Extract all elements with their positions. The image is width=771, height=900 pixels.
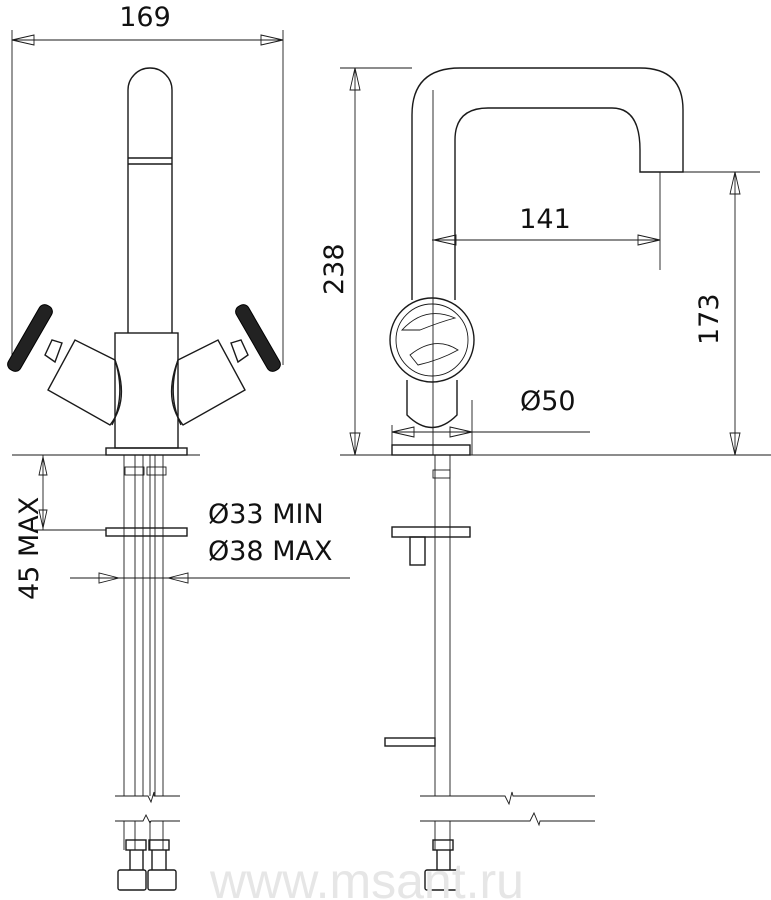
body	[114, 332, 179, 449]
break-line	[420, 791, 595, 806]
base-plate	[105, 447, 188, 456]
mounting-plate	[105, 527, 188, 537]
hose-nuts	[117, 839, 177, 891]
handle-wheel-inner	[395, 303, 469, 377]
dim-reach-label: 141	[519, 204, 571, 235]
watermark: www.msant.ru	[209, 853, 524, 900]
arrowheads	[433, 234, 661, 246]
break-line	[115, 791, 180, 804]
spout-outer	[411, 67, 684, 300]
front-view: 169	[7, 2, 350, 891]
arrowheads	[98, 572, 189, 584]
base-plate	[391, 444, 471, 456]
side-view: 238 141 173 Ø50	[319, 67, 771, 891]
hole-min-label: Ø33 MIN	[208, 499, 324, 530]
break-line	[420, 811, 595, 827]
arrowheads	[38, 456, 48, 529]
arrowheads	[11, 34, 284, 46]
spout	[127, 67, 173, 333]
spout-inner	[454, 107, 641, 300]
dim-depth-label: 45 MAX	[14, 497, 45, 600]
body	[406, 380, 458, 429]
drain-lever	[384, 737, 436, 747]
mounting-plate	[391, 526, 471, 538]
break-line	[115, 813, 180, 825]
dim-base-label: Ø50	[520, 386, 576, 417]
knurled-handle-left	[7, 304, 53, 372]
supply-pipes	[123, 455, 167, 850]
handle-wheel	[389, 297, 475, 383]
handle-cutouts	[400, 313, 459, 366]
right-valve	[170, 304, 281, 426]
dim-spout-height-label: 173	[694, 293, 725, 345]
arrowheads	[729, 171, 741, 456]
left-valve	[7, 304, 123, 426]
hose-nut	[424, 839, 459, 891]
arrowheads	[349, 67, 361, 456]
arrowheads	[391, 426, 473, 438]
knurled-handle-right	[235, 304, 281, 372]
mounting-bolt	[409, 536, 426, 566]
dim-height-label: 238	[319, 243, 350, 295]
dim-width-label: 169	[119, 2, 171, 33]
supply-pipe	[432, 455, 451, 850]
hole-max-label: Ø38 MAX	[208, 536, 332, 567]
